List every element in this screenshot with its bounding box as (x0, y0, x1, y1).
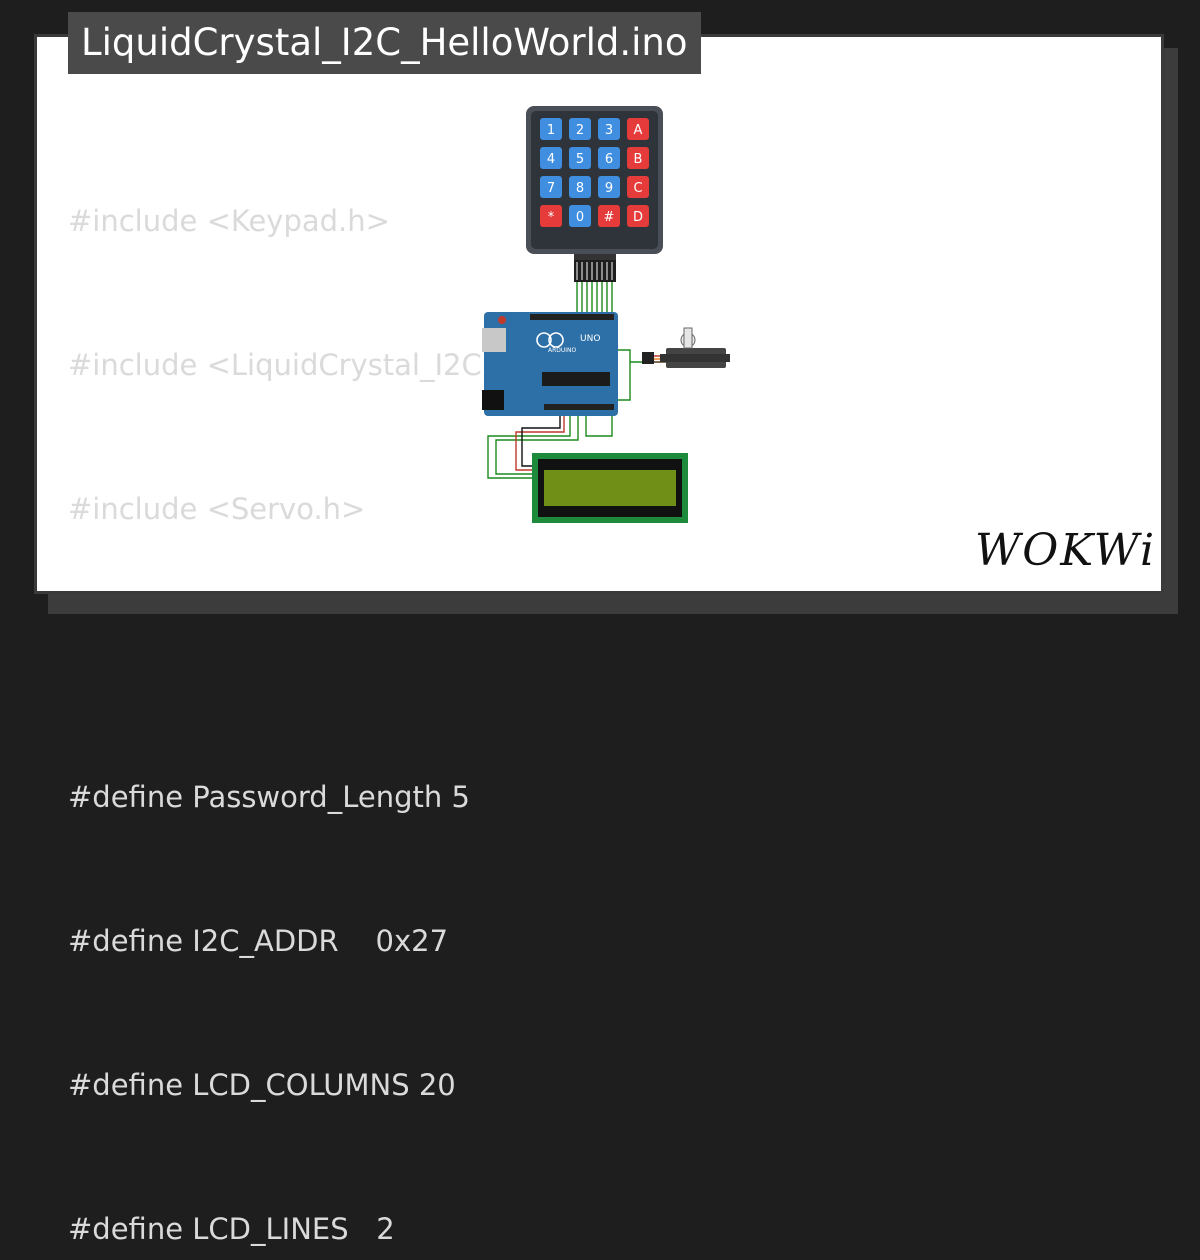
keypad-key-label: # (604, 210, 615, 225)
keypad-wires (576, 282, 613, 314)
keypad-key (540, 205, 562, 227)
keypad-key (627, 176, 649, 198)
code-preview: #include <Keypad.h> #include <LiquidCrys… (68, 101, 534, 1260)
board-brand: ARDUINO (548, 347, 577, 354)
keypad-key (598, 118, 620, 140)
code-line: #define LCD_LINES 2 (68, 1212, 395, 1246)
keypad-key (540, 147, 562, 169)
keypad-key (598, 205, 620, 227)
wokwi-logo: WOKWi (975, 525, 1157, 576)
keypad-key (569, 118, 591, 140)
lcd-wires (487, 416, 613, 479)
keypad-key (540, 176, 562, 198)
keypad-key-label: 4 (547, 152, 555, 167)
keypad-key-label: 0 (576, 210, 584, 225)
keypad-key-label: * (548, 210, 555, 225)
arduino-uno-board: UNO ARDUINO (482, 312, 618, 416)
keypad-key-label: 2 (576, 123, 584, 138)
keypad-key-label: D (633, 210, 643, 225)
keypad-key (569, 147, 591, 169)
keypad-key (569, 205, 591, 227)
keypad-key-label: A (634, 123, 643, 138)
keypad-key-label: 8 (576, 181, 584, 196)
keypad-key-label: 5 (576, 152, 584, 167)
project-title: LiquidCrystal_I2C_HelloWorld.ino (68, 12, 701, 74)
keypad-key (540, 118, 562, 140)
code-line: #define LCD_COLUMNS 20 (68, 1068, 456, 1102)
lcd-display (532, 453, 688, 523)
keypad-key (627, 147, 649, 169)
circuit-diagram: 1 2 3 A 4 5 6 B 7 8 9 C * 0 # D UNO ARDUINO (482, 106, 730, 523)
keypad-key (569, 176, 591, 198)
code-line (68, 629, 534, 677)
code-line: #include <Keypad.h> (68, 204, 390, 238)
keypad-keys: 1 2 3 A 4 5 6 B 7 8 9 C * 0 # D (540, 118, 649, 227)
keypad-key (598, 176, 620, 198)
keypad-key-label: 6 (605, 152, 613, 167)
code-line: #define I2C_ADDR 0x27 (68, 924, 449, 958)
code-line: #include <Servo.h> (68, 492, 366, 526)
keypad-key-label: 9 (605, 181, 613, 196)
keypad-key-label: 7 (547, 181, 555, 196)
board-model: UNO (580, 334, 600, 344)
keypad: 1 2 3 A 4 5 6 B 7 8 9 C * 0 # D (526, 106, 663, 282)
keypad-key-label: C (633, 181, 642, 196)
servo-motor (642, 327, 730, 368)
keypad-key (598, 147, 620, 169)
keypad-key-label: 3 (605, 123, 613, 138)
code-line: #define Password_Length 5 (68, 780, 470, 814)
keypad-key-label: B (634, 152, 643, 167)
servo-wires (618, 349, 645, 401)
keypad-key-label: 1 (547, 123, 555, 138)
keypad-key (627, 118, 649, 140)
code-line: #include <LiquidCrystal_I2C.h> (68, 348, 534, 382)
keypad-key (627, 205, 649, 227)
